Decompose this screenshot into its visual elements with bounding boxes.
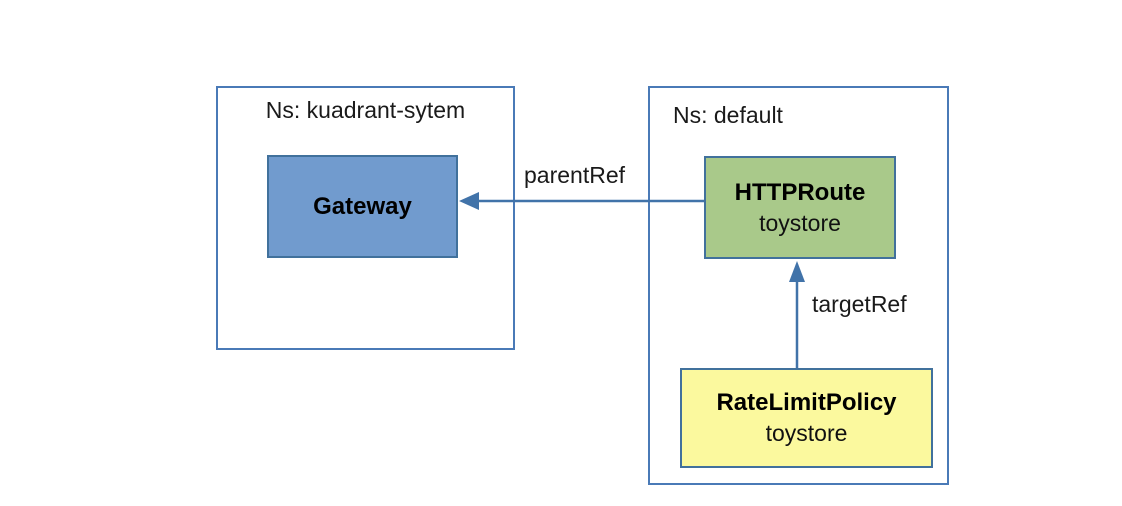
node-httproute: HTTPRoute toystore bbox=[704, 156, 896, 259]
namespace-label-default: Ns: default bbox=[673, 102, 783, 128]
node-ratelimitpolicy-title: RateLimitPolicy bbox=[716, 389, 897, 416]
node-ratelimitpolicy: RateLimitPolicy toystore bbox=[680, 368, 933, 468]
node-gateway: Gateway bbox=[267, 155, 458, 258]
namespace-label-kuadrant-sytem: Ns: kuadrant-sytem bbox=[265, 97, 466, 123]
node-gateway-title: Gateway bbox=[313, 192, 412, 220]
node-ratelimitpolicy-subtitle: toystore bbox=[765, 420, 848, 446]
edge-label-targetref: targetRef bbox=[812, 291, 907, 317]
node-httproute-title: HTTPRoute bbox=[734, 178, 866, 206]
edge-label-parentref: parentRef bbox=[524, 162, 626, 188]
node-httproute-subtitle: toystore bbox=[759, 209, 841, 236]
